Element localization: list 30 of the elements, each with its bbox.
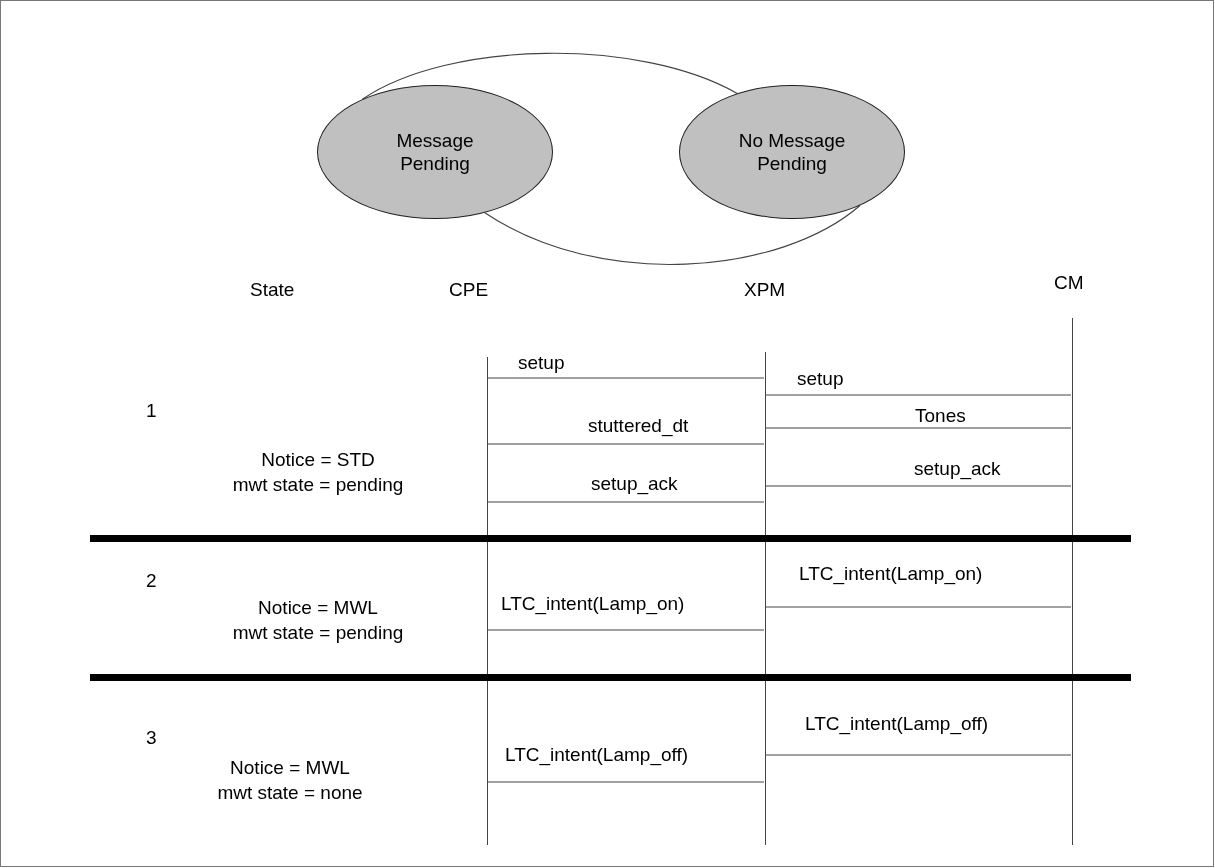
column-header: State <box>250 279 295 301</box>
column-header: XPM <box>744 279 786 301</box>
message-line <box>487 629 765 631</box>
state-note: mwt state = pending <box>232 622 404 644</box>
state-note: 1 <box>146 400 157 422</box>
transition-curve <box>361 52 738 100</box>
message-line <box>765 606 1072 608</box>
state-name: No Message Pending <box>737 129 847 175</box>
state-note: Notice = MWL <box>258 597 378 619</box>
message-line <box>487 781 765 783</box>
message-line <box>765 394 1072 396</box>
message-line <box>765 754 1072 756</box>
state-note: 3 <box>146 727 157 749</box>
state-note: mwt state = pending <box>232 474 404 496</box>
message-line <box>765 427 1072 429</box>
state-note: mwt state = none <box>217 782 363 804</box>
message-line <box>765 485 1072 487</box>
lifeline <box>765 352 766 845</box>
state-name: Message Pending <box>395 129 475 175</box>
lifeline <box>1072 318 1073 845</box>
message-line <box>487 443 765 445</box>
state-note: Notice = STD <box>261 449 375 471</box>
message-line <box>487 377 765 379</box>
transition-curve <box>484 204 861 265</box>
lifeline <box>487 357 488 845</box>
state-note: 2 <box>146 570 157 592</box>
column-header: CPE <box>449 279 489 301</box>
state-note: Notice = MWL <box>230 757 350 779</box>
column-header: CM <box>1054 272 1084 294</box>
message-line <box>487 501 765 503</box>
